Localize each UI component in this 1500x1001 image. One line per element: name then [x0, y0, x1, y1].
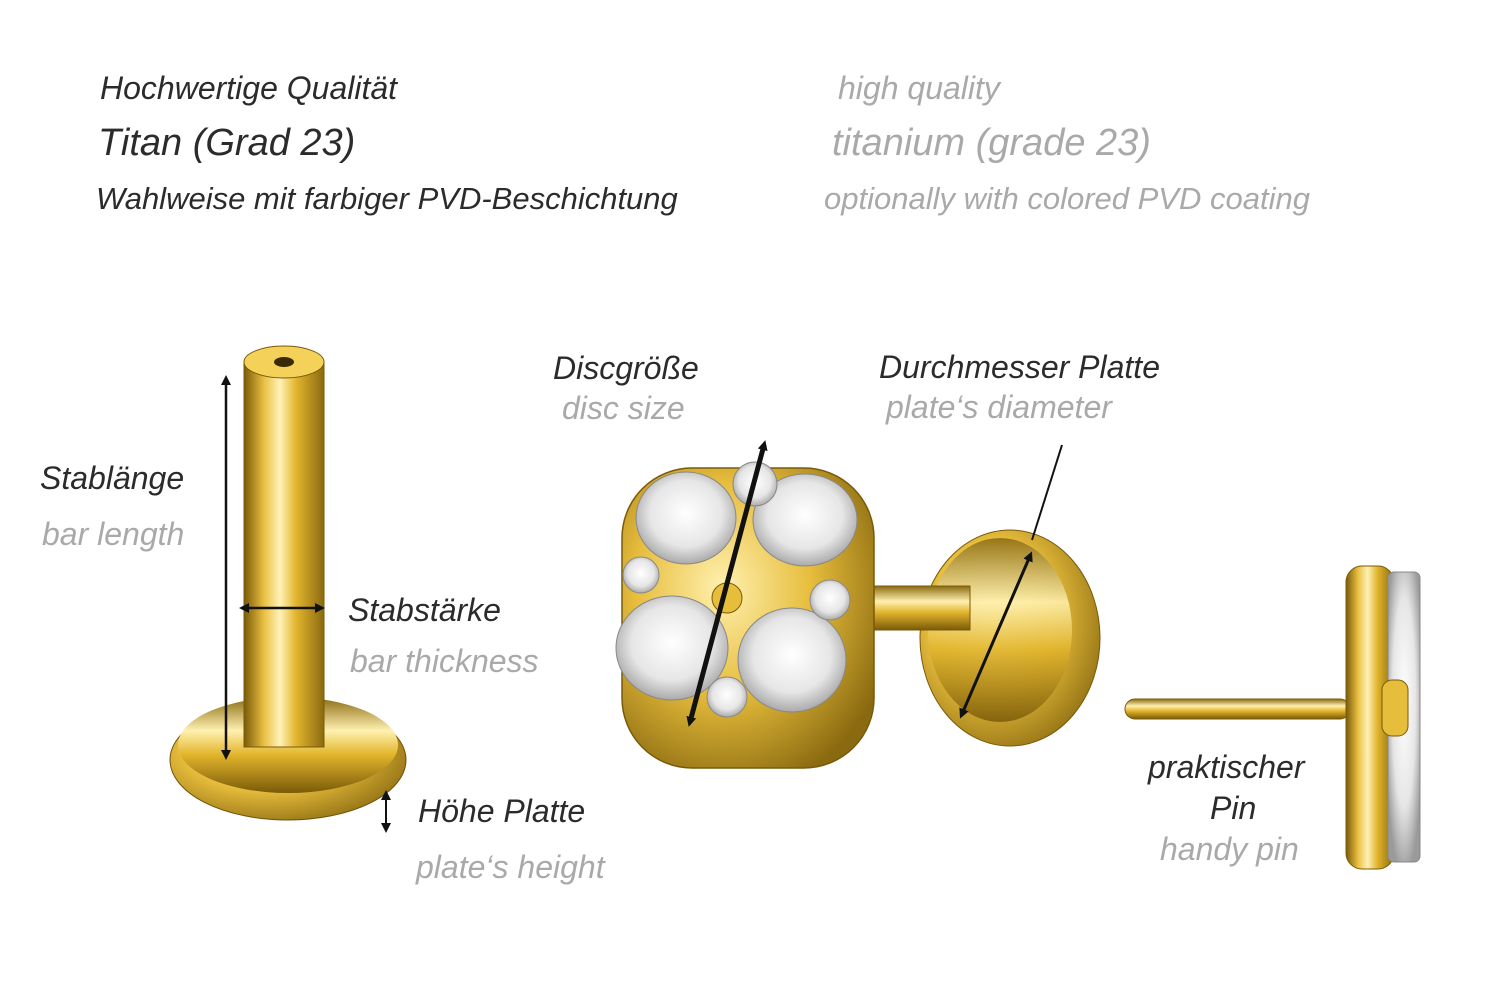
plate-diameter-label-de: Durchmesser Platte: [879, 349, 1160, 385]
header-quality-en: high quality: [838, 70, 1000, 106]
disc-size-arrow: [686, 440, 768, 727]
plate-height-label-en: plate‘s height: [416, 849, 605, 885]
labret-post-image: [169, 345, 407, 821]
bar-thickness-label-en: bar thickness: [350, 643, 539, 679]
handy-pin-label-de-line2: Pin: [1210, 790, 1257, 826]
disc-size-label-de: Discgröße: [553, 350, 699, 386]
header-coating-en: optionally with colored PVD coating: [824, 181, 1310, 216]
disc-size-label-en: disc size: [562, 390, 685, 426]
bar-length-label-en: bar length: [42, 516, 185, 552]
handy-pin-image: [1124, 565, 1421, 870]
jewel-labret-image: [615, 461, 1101, 769]
header-coating-de: Wahlweise mit farbiger PVD-Beschichtung: [96, 181, 678, 216]
handy-pin-label-de-line1: praktischer: [1148, 749, 1305, 785]
bar-thickness-label-de: Stabstärke: [348, 592, 501, 628]
bar-length-label-de: Stablänge: [40, 460, 185, 496]
plate-diameter-leader: [1031, 444, 1063, 541]
plate-diameter-label-en: plate‘s diameter: [886, 389, 1112, 425]
header-quality-de: Hochwertige Qualität: [100, 70, 398, 106]
header-material-en: titanium (grade 23): [832, 122, 1151, 164]
plate-diameter-arrow: [959, 551, 1033, 719]
header-material-de: Titan (Grad 23): [98, 122, 356, 164]
plate-height-label-de: Höhe Platte: [418, 793, 586, 829]
handy-pin-label-en: handy pin: [1160, 831, 1299, 867]
